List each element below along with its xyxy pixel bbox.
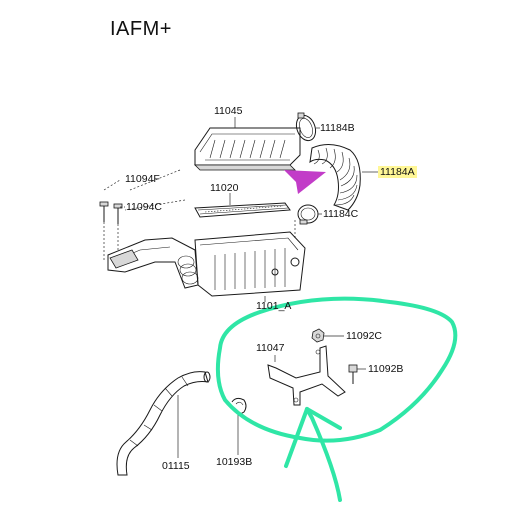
callout-11045: 11045 <box>214 105 243 117</box>
callout-11184A: 11184A <box>378 166 417 178</box>
callout-11094F: 11094F <box>125 173 160 185</box>
highlight-arrow-shaft <box>305 407 342 502</box>
callout-11092B: 11092B <box>368 363 404 375</box>
callout-11047: 11047 <box>256 342 285 354</box>
callout-11184C: 11184C <box>323 208 359 220</box>
vent-tube <box>116 371 211 476</box>
hose-clamp-top <box>295 112 317 142</box>
air-cleaner-cover <box>194 127 301 171</box>
mounting-bracket <box>267 345 346 406</box>
callout-01115: 01115 <box>162 460 190 472</box>
air-cleaner-housing <box>107 231 306 297</box>
callout-11020: 11020 <box>210 182 239 194</box>
highlight-arrow-right-head <box>305 407 342 430</box>
highlight-arrow-left-head <box>284 407 309 468</box>
callout-11010A: 1101_A <box>256 300 292 312</box>
leader-11094F <box>103 179 121 191</box>
callout-10193B: 10193B <box>216 456 253 468</box>
hand-drawn-annotation <box>215 296 458 502</box>
bolt-11092B <box>348 364 358 384</box>
hose-clamp-lower <box>297 204 319 225</box>
air-filter-element <box>194 202 291 218</box>
bolt-11094C <box>113 203 123 224</box>
nut-11092C <box>311 328 325 343</box>
page-title: IAFM+ <box>110 18 172 40</box>
highlight-arrow <box>284 170 326 194</box>
intake-hose-bellows <box>309 144 361 211</box>
callout-11184B: 11184B <box>320 122 355 134</box>
callout-11094C: 11094C <box>126 201 163 213</box>
highlight-circle <box>215 296 458 443</box>
bolt-11094F <box>99 201 109 222</box>
callout-11092C: 11092C <box>346 330 383 342</box>
